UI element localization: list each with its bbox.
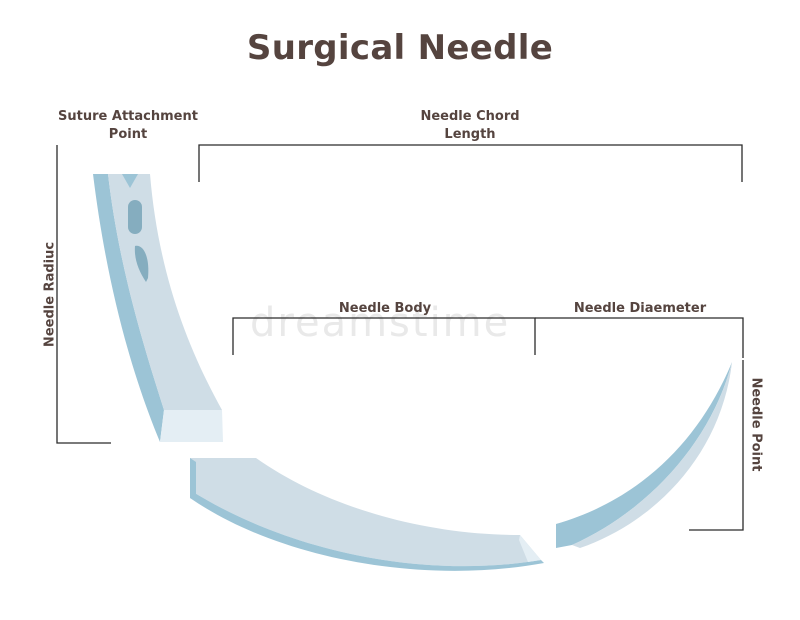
chord-length-bracket — [198, 144, 743, 182]
suture-attachment-label: Suture Attachment Point — [48, 108, 208, 144]
watermark: dreamstime — [250, 300, 511, 346]
needle-chord-label: Needle Chord Length — [400, 108, 540, 144]
needle-radius-label: Needle Radiuc — [42, 241, 58, 348]
needle-point-label: Needle Point — [748, 377, 764, 472]
needle-diameter-label: Needle Diaemeter — [573, 301, 707, 316]
diameter-bracket — [535, 317, 744, 358]
suture-attachment-line1: Suture Attachment — [58, 109, 198, 124]
diagram-title: Surgical Needle — [246, 28, 554, 68]
needle-point-segment — [556, 362, 732, 548]
suture-attachment-line2: Point — [108, 127, 148, 142]
point-bracket — [689, 360, 744, 531]
radius-bracket — [56, 145, 111, 444]
body-bracket — [232, 317, 536, 355]
needle-chord-line2: Length — [444, 127, 496, 142]
needle-body-segment — [190, 458, 544, 571]
needle-eye-upper — [128, 200, 142, 234]
needle-body-label: Needle Body — [338, 301, 432, 316]
needle-eye-lower — [134, 245, 149, 282]
needle-upper-segment — [93, 174, 223, 442]
needle-chord-line1: Needle Chord — [420, 109, 520, 124]
